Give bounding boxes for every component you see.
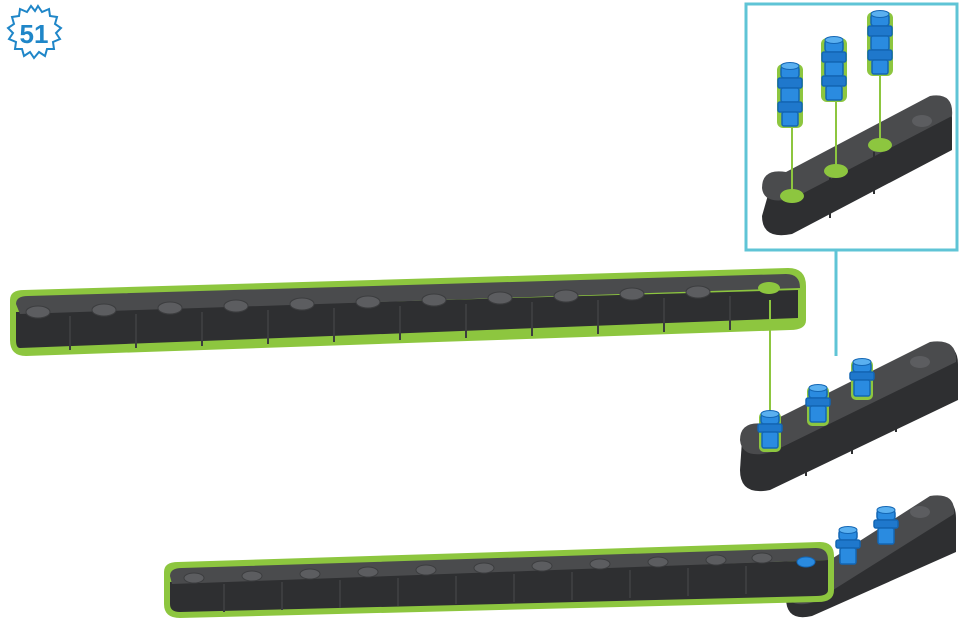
step-badge: 51 [8,6,61,58]
short-beam-with-pins [740,341,958,491]
step-number: 51 [20,19,49,49]
blue-pin-icon [850,359,874,401]
blue-pin-top-icon [797,557,815,567]
blue-pin-icon [874,507,898,545]
blue-pin-icon [867,11,893,77]
blue-pin-icon [758,411,782,453]
blue-pin-icon [777,63,803,129]
blue-pin-icon [806,385,830,427]
blue-pin-icon [836,527,860,565]
detail-callout [746,4,957,250]
long-beam-highlighted [10,268,806,356]
blue-pin-icon [821,37,847,103]
bottom-assembly [164,495,956,618]
